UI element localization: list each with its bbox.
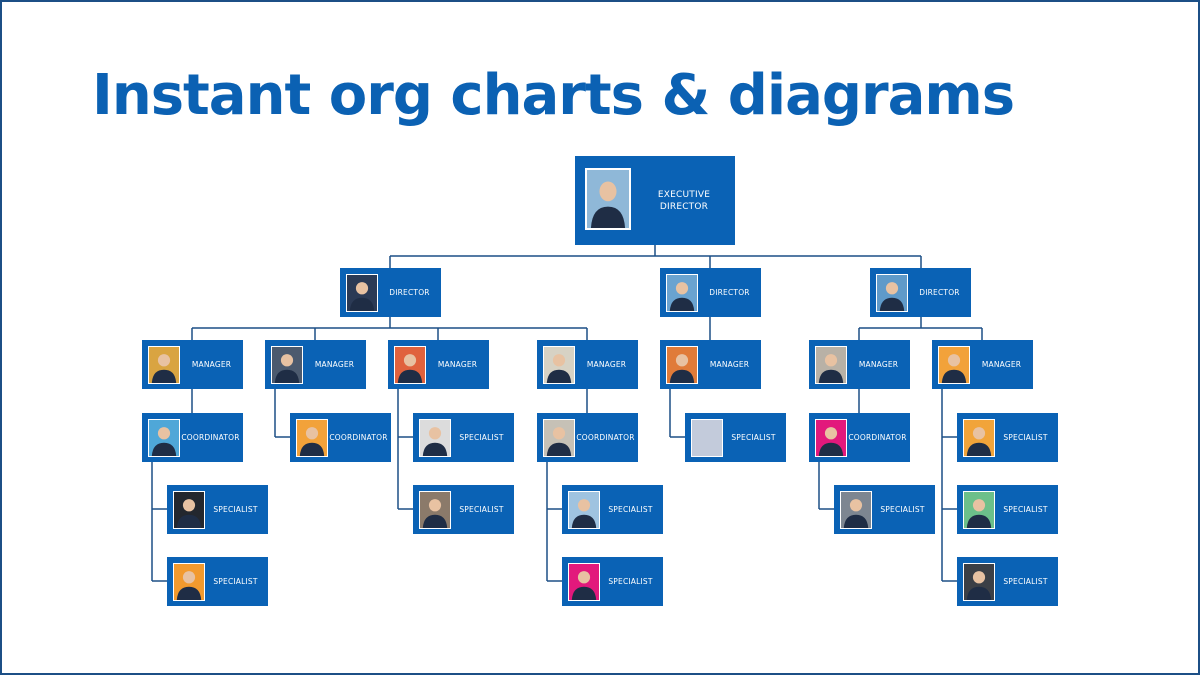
org-node-c4[interactable]: COORDINATOR bbox=[537, 413, 638, 462]
person-photo-icon bbox=[394, 346, 426, 384]
person-photo-icon bbox=[666, 274, 698, 312]
person-photo-icon bbox=[173, 563, 205, 601]
org-node-role-label: SPECIALIST bbox=[213, 576, 258, 586]
org-node-s1a[interactable]: SPECIALIST bbox=[167, 485, 268, 534]
org-node-s5[interactable]: SPECIALIST bbox=[685, 413, 786, 462]
org-node-s7b[interactable]: SPECIALIST bbox=[957, 485, 1058, 534]
org-node-role-label: SPECIALIST bbox=[880, 504, 925, 514]
org-node-m1[interactable]: MANAGER bbox=[142, 340, 243, 389]
placeholder-photo-icon bbox=[691, 419, 723, 457]
org-node-role-label: MANAGER bbox=[981, 359, 1022, 369]
person-photo-icon bbox=[963, 419, 995, 457]
person-photo-icon bbox=[876, 274, 908, 312]
org-node-role-label: MANAGER bbox=[437, 359, 478, 369]
org-node-s3b[interactable]: SPECIALIST bbox=[413, 485, 514, 534]
org-node-c1[interactable]: COORDINATOR bbox=[142, 413, 243, 462]
org-node-c6[interactable]: COORDINATOR bbox=[809, 413, 910, 462]
org-node-role-label: SPECIALIST bbox=[1003, 432, 1048, 442]
person-photo-icon bbox=[963, 491, 995, 529]
org-node-role-label: MANAGER bbox=[709, 359, 750, 369]
org-node-role-label: DIRECTOR bbox=[919, 287, 960, 297]
org-node-role-label: DIRECTOR bbox=[709, 287, 750, 297]
org-node-role-label: DIRECTOR bbox=[389, 287, 430, 297]
org-node-role-label: MANAGER bbox=[586, 359, 627, 369]
person-photo-icon bbox=[840, 491, 872, 529]
org-node-s7c[interactable]: SPECIALIST bbox=[957, 557, 1058, 606]
org-node-role-label: SPECIALIST bbox=[1003, 576, 1048, 586]
person-photo-icon bbox=[148, 346, 180, 384]
org-node-s4a[interactable]: SPECIALIST bbox=[562, 485, 663, 534]
person-photo-icon bbox=[815, 346, 847, 384]
person-photo-icon bbox=[346, 274, 378, 312]
org-node-role-label: SPECIALIST bbox=[459, 432, 504, 442]
org-node-role-label: EXECUTIVE DIRECTOR bbox=[657, 189, 711, 212]
person-photo-icon bbox=[173, 491, 205, 529]
person-photo-icon bbox=[938, 346, 970, 384]
org-node-role-label: SPECIALIST bbox=[608, 576, 653, 586]
org-node-m3[interactable]: MANAGER bbox=[388, 340, 489, 389]
person-photo-icon bbox=[963, 563, 995, 601]
person-photo-icon bbox=[148, 419, 180, 457]
person-photo-icon bbox=[296, 419, 328, 457]
org-node-role-label: MANAGER bbox=[314, 359, 355, 369]
org-node-s4b[interactable]: SPECIALIST bbox=[562, 557, 663, 606]
org-node-m7[interactable]: MANAGER bbox=[932, 340, 1033, 389]
person-photo-icon bbox=[568, 563, 600, 601]
org-node-role-label: COORDINATOR bbox=[181, 432, 240, 442]
org-node-role-label: SPECIALIST bbox=[731, 432, 776, 442]
org-node-role-label: MANAGER bbox=[858, 359, 899, 369]
person-photo-icon bbox=[543, 419, 575, 457]
org-node-d3[interactable]: DIRECTOR bbox=[870, 268, 971, 317]
org-node-role-label: COORDINATOR bbox=[329, 432, 388, 442]
org-node-exec[interactable]: EXECUTIVE DIRECTOR bbox=[575, 156, 735, 245]
org-node-role-label: SPECIALIST bbox=[459, 504, 504, 514]
org-node-s6[interactable]: SPECIALIST bbox=[834, 485, 935, 534]
org-node-m2[interactable]: MANAGER bbox=[265, 340, 366, 389]
org-node-role-label: COORDINATOR bbox=[576, 432, 635, 442]
org-node-role-label: MANAGER bbox=[191, 359, 232, 369]
org-node-m6[interactable]: MANAGER bbox=[809, 340, 910, 389]
person-photo-icon bbox=[666, 346, 698, 384]
org-node-m4[interactable]: MANAGER bbox=[537, 340, 638, 389]
org-node-d1[interactable]: DIRECTOR bbox=[340, 268, 441, 317]
person-photo-icon bbox=[271, 346, 303, 384]
person-photo-icon bbox=[815, 419, 847, 457]
person-photo-icon bbox=[585, 168, 631, 230]
org-node-d2[interactable]: DIRECTOR bbox=[660, 268, 761, 317]
org-node-role-label: COORDINATOR bbox=[848, 432, 907, 442]
person-photo-icon bbox=[419, 419, 451, 457]
org-node-role-label: SPECIALIST bbox=[1003, 504, 1048, 514]
org-node-s7a[interactable]: SPECIALIST bbox=[957, 413, 1058, 462]
org-node-m5[interactable]: MANAGER bbox=[660, 340, 761, 389]
slide-title: Instant org charts & diagrams bbox=[92, 63, 1015, 128]
org-node-role-label: SPECIALIST bbox=[608, 504, 653, 514]
org-node-role-label: SPECIALIST bbox=[213, 504, 258, 514]
person-photo-icon bbox=[568, 491, 600, 529]
person-photo-icon bbox=[543, 346, 575, 384]
person-photo-icon bbox=[419, 491, 451, 529]
org-node-s3a[interactable]: SPECIALIST bbox=[413, 413, 514, 462]
org-node-s1b[interactable]: SPECIALIST bbox=[167, 557, 268, 606]
org-node-c2[interactable]: COORDINATOR bbox=[290, 413, 391, 462]
